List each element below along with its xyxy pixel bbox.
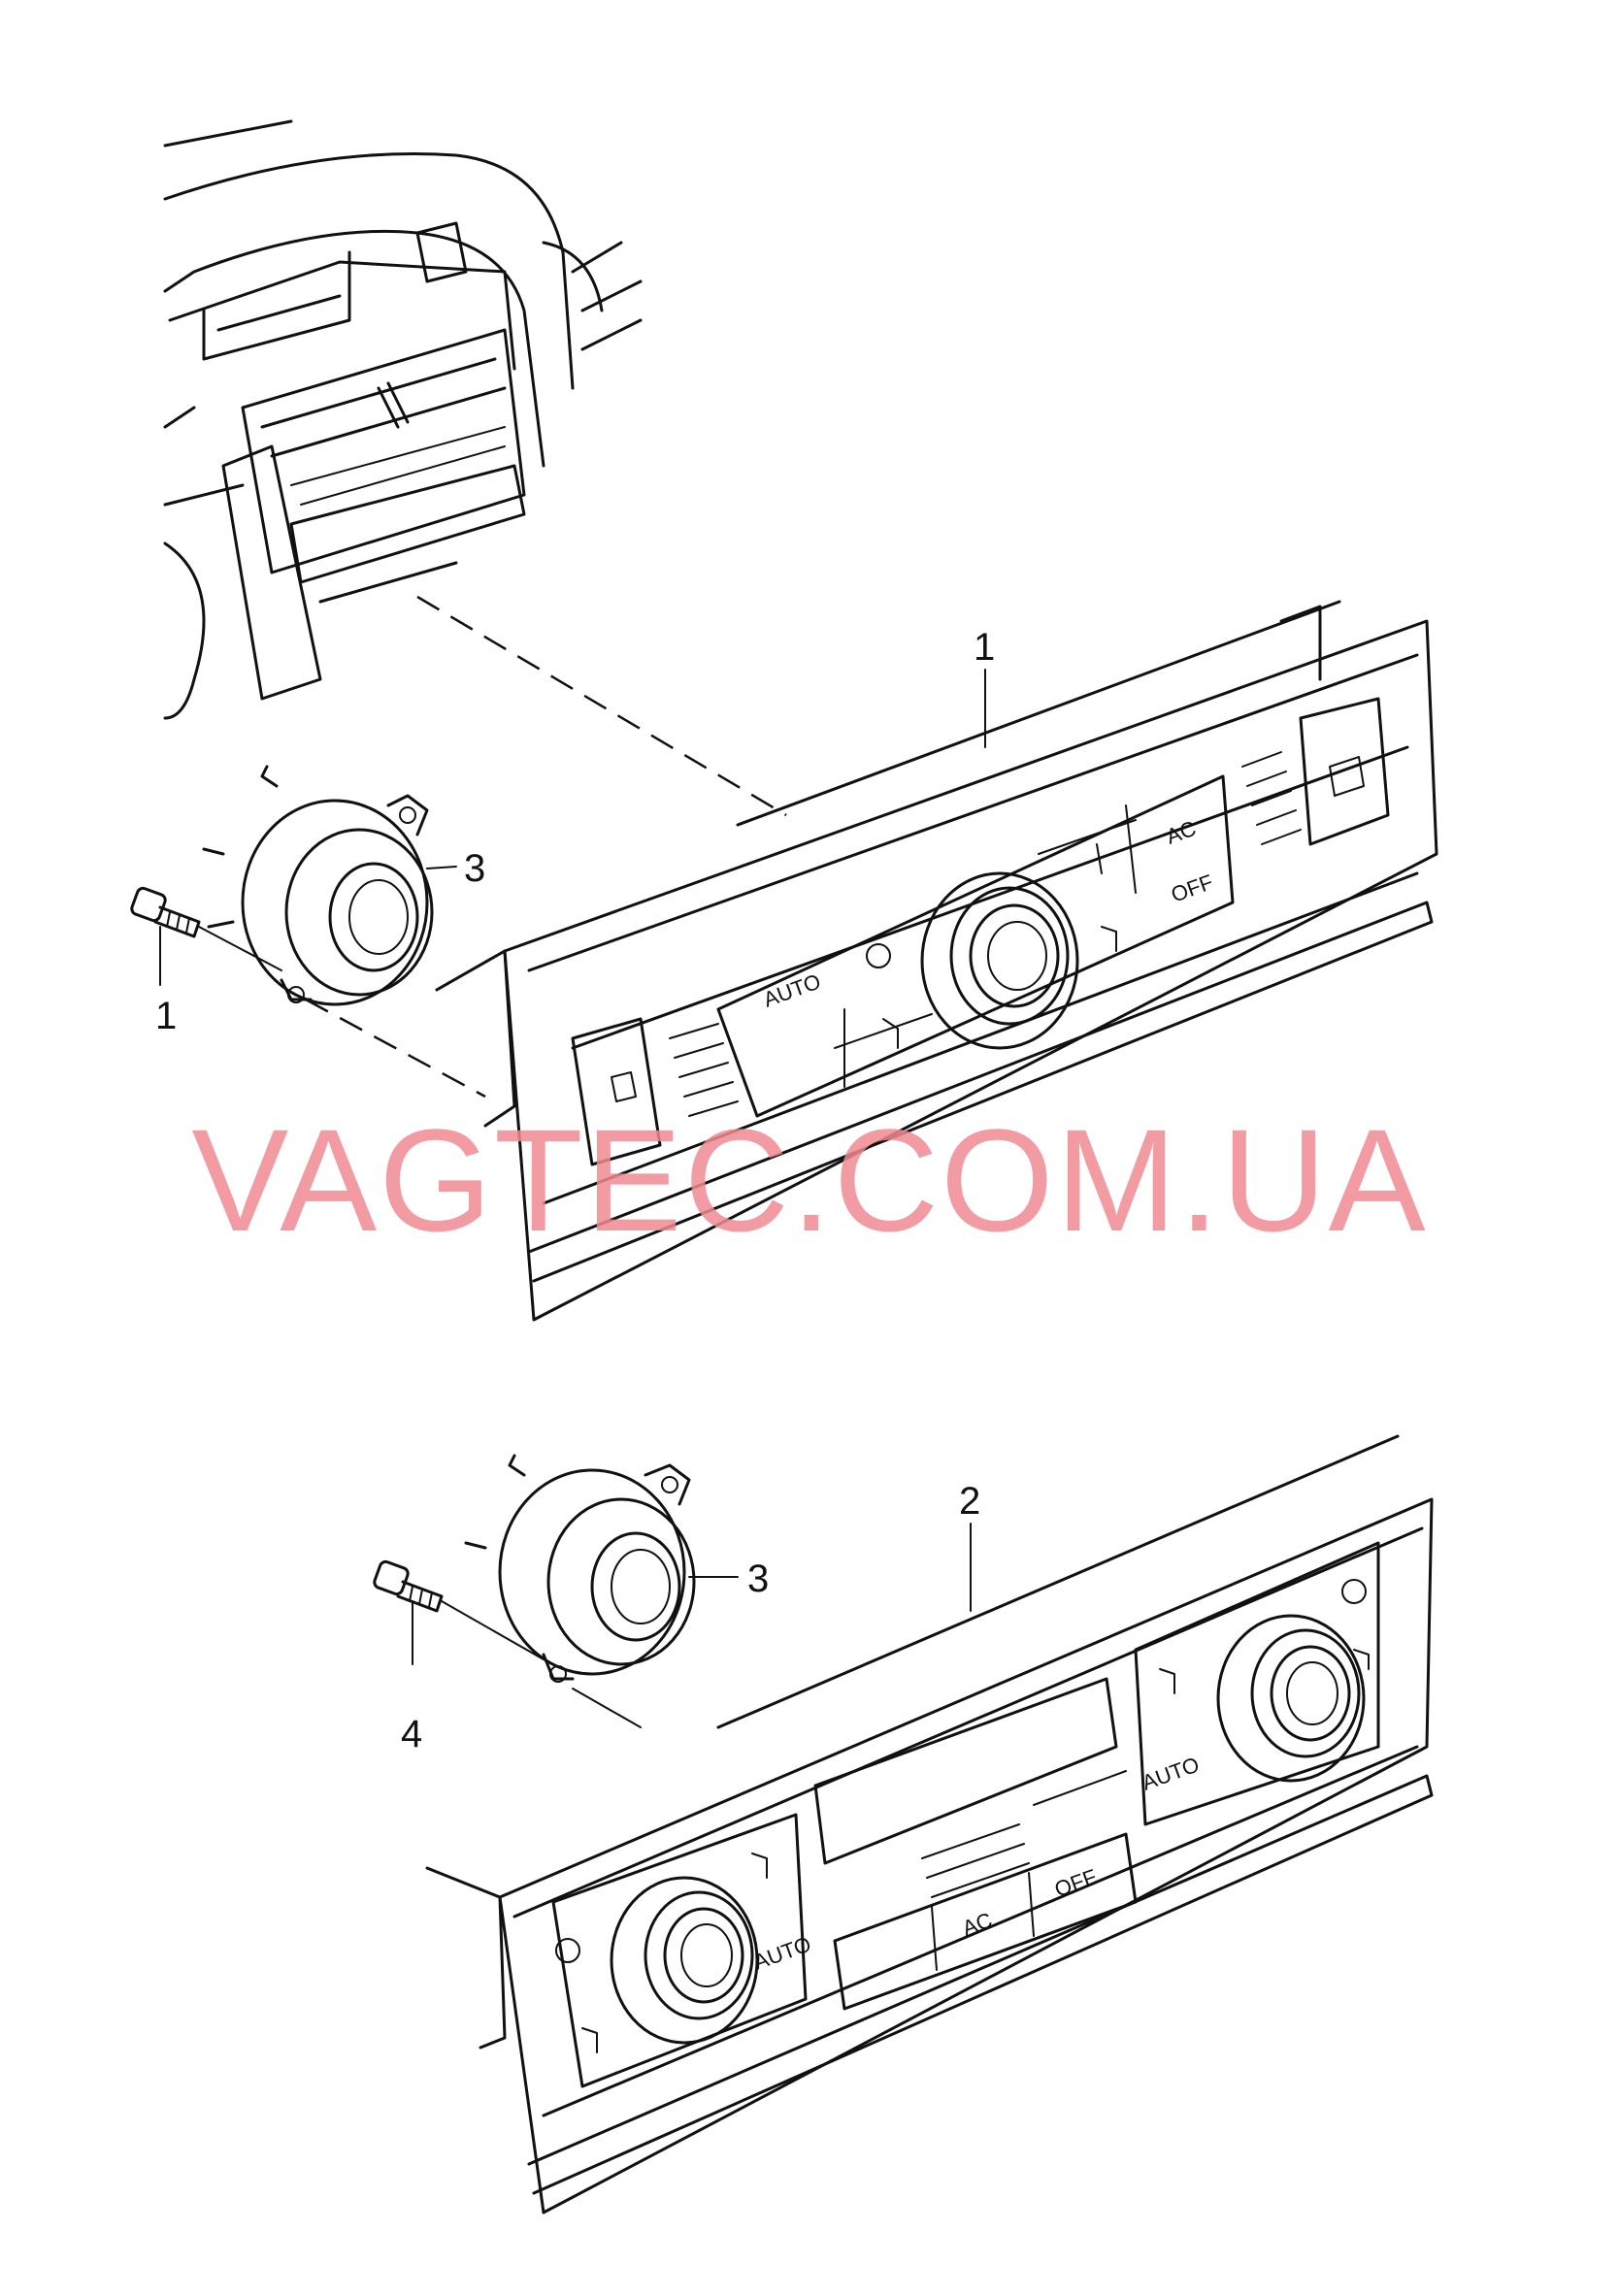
callout-1-screw: 1	[155, 995, 177, 1037]
screw-top	[130, 886, 282, 971]
leader-3-top	[426, 866, 457, 869]
callout-3-top: 3	[464, 847, 485, 890]
screw-bottom	[373, 1559, 545, 1660]
callout-2: 2	[959, 1480, 980, 1523]
bottom-auto-right-label: AUTO	[1139, 1752, 1203, 1794]
dashboard-illustration	[163, 119, 643, 720]
actuator-top	[202, 765, 434, 1006]
actuator-bottom	[464, 1454, 696, 1683]
top-ac-label: AC	[1163, 816, 1199, 849]
climate-panel-top	[435, 600, 1438, 1322]
bottom-ac-label: AC	[959, 1908, 995, 1941]
callout-3-bottom: 3	[747, 1558, 769, 1600]
callout-1: 1	[974, 626, 995, 669]
callout-4: 4	[401, 1713, 422, 1755]
leader-dashboard-to-panel	[416, 595, 787, 817]
leader-actuator-top	[305, 998, 486, 1099]
leader-actuator-bottom	[572, 1688, 642, 1728]
bottom-off-label: OFF	[1051, 1864, 1100, 1902]
climate-panel-bottom	[425, 1434, 1434, 2214]
top-off-label: OFF	[1168, 869, 1216, 907]
